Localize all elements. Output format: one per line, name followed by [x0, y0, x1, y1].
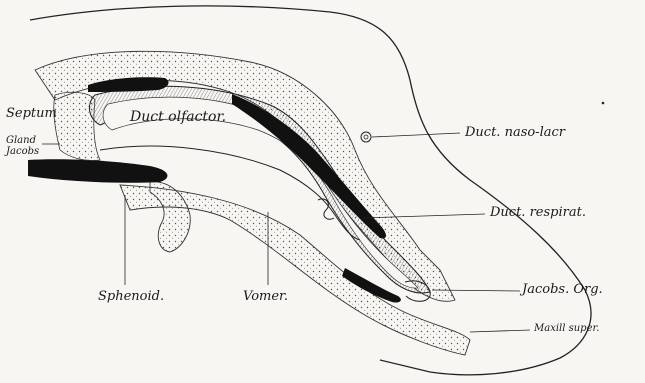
stray-dot	[602, 102, 605, 105]
label-duct-respirat: Duct. respirat.	[490, 206, 586, 219]
naso-lacrimal-duct	[361, 132, 371, 142]
label-jacobs-org: Jacobs. Org.	[522, 283, 603, 296]
label-sphenoid: Sphenoid.	[98, 290, 164, 303]
label-duct-naso-lacr: Duct. naso-lacr	[465, 126, 565, 139]
label-septum: Septum	[6, 107, 57, 120]
lower-cartilage-bar	[28, 159, 167, 183]
label-jacobs-gland: Jacobs	[6, 147, 39, 157]
naso-lacrimal-lumen	[364, 135, 368, 139]
leader-naso-lacr	[372, 133, 460, 137]
label-maxill-super: Maxill super.	[534, 324, 599, 334]
septum-tissue	[54, 92, 100, 160]
label-duct-olfactor: Duct olfactor.	[130, 110, 226, 124]
leader-maxill	[470, 330, 530, 332]
label-gland: Gland	[6, 136, 36, 146]
label-vomer: Vomer.	[243, 290, 288, 303]
